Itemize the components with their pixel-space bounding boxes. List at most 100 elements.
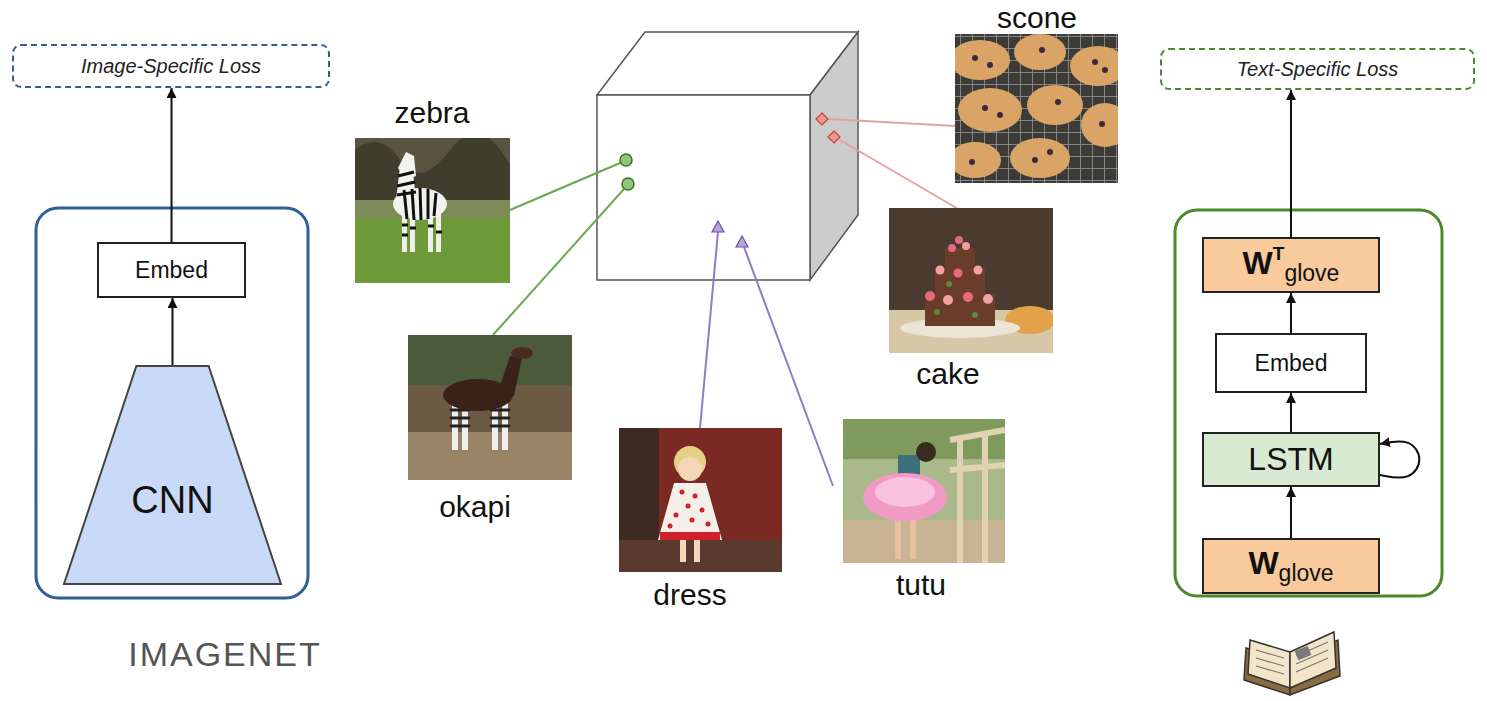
book-picture	[1295, 646, 1312, 661]
leader-line	[840, 140, 960, 210]
node-text: W	[1248, 545, 1278, 581]
book-page	[1248, 640, 1290, 688]
node-label: WTglove	[1243, 243, 1340, 286]
loss-box: Text-Specific Loss	[1160, 48, 1475, 90]
book-page	[1290, 632, 1336, 688]
scone-photo	[955, 34, 1118, 183]
trapezoid-shape	[63, 365, 282, 585]
point-diamond	[828, 131, 840, 143]
girl-leg	[895, 515, 901, 559]
point-triangle	[736, 236, 748, 247]
cake-flowers	[925, 236, 993, 318]
flow-arrow	[1290, 487, 1292, 538]
image-label: zebra	[322, 96, 542, 129]
node-label: Text-Specific Loss	[1237, 58, 1399, 81]
flow-arrow	[171, 88, 173, 242]
okapi-photo	[408, 335, 572, 480]
glove-box: Wglove	[1202, 538, 1380, 594]
node-text: T	[1273, 243, 1285, 264]
node-label: Wglove	[1248, 545, 1333, 586]
node-text: Text-Specific Loss	[1237, 58, 1399, 80]
point-circle	[622, 178, 634, 190]
photo-trees	[408, 335, 572, 385]
embedding-cube	[597, 32, 858, 280]
scone-berries	[969, 47, 1108, 165]
loss-box: Image-Specific Loss	[12, 44, 330, 88]
image-label: scone	[927, 1, 1147, 34]
node-label: Image-Specific Loss	[81, 55, 261, 78]
image-label: okapi	[365, 490, 585, 523]
zebra-stripes	[397, 172, 442, 235]
node-text: glove	[1284, 260, 1339, 286]
girl-face	[678, 457, 702, 481]
node-text: LSTM	[1248, 441, 1333, 477]
cnn-container	[36, 208, 308, 598]
photo-fence	[950, 430, 1005, 563]
photo-bg	[843, 419, 1005, 563]
flow-arrow	[1290, 393, 1292, 432]
leader-line	[829, 119, 955, 126]
trapezoid-outline	[64, 366, 281, 584]
flow-arrow	[1290, 90, 1292, 237]
girl-leg	[680, 538, 686, 562]
leader-line	[510, 163, 620, 210]
image-label: tutu	[811, 568, 1031, 601]
embed-box: Embed	[97, 242, 246, 298]
node-text: CNN	[131, 479, 213, 521]
glove-box: WTglove	[1202, 237, 1380, 293]
lstm-box: LSTM	[1202, 432, 1380, 487]
point-triangle	[712, 221, 724, 232]
dress-photo	[619, 428, 782, 572]
point-diamond	[816, 113, 828, 125]
cube-side	[810, 32, 858, 280]
book-lines	[1256, 642, 1328, 674]
node-text: Embed	[1255, 350, 1328, 376]
tutu-photo	[843, 419, 1005, 563]
okapi-neck	[498, 356, 522, 396]
photo-floor	[843, 520, 1005, 563]
cake-tier	[945, 248, 975, 269]
image-label: cake	[838, 357, 1058, 390]
dress-hem	[660, 532, 720, 540]
logo-text: IMAGENET	[115, 636, 335, 673]
dress-dots	[668, 490, 711, 529]
node-text: Image-Specific Loss	[81, 55, 261, 77]
recurrent-loop	[1380, 441, 1419, 477]
node-text: glove	[1279, 560, 1334, 586]
girl-leg	[910, 515, 916, 559]
tutu-skirt	[875, 477, 935, 507]
cake-tier	[925, 294, 995, 326]
embedding-points	[620, 113, 840, 247]
node-label: Embed	[1255, 350, 1328, 376]
cnn-trapezoid: CNN	[63, 365, 282, 585]
cube-front	[597, 95, 810, 280]
node-label: LSTM	[1248, 441, 1333, 478]
image-label: dress	[580, 578, 800, 611]
okapi-stripes	[450, 410, 510, 426]
cake-photo	[889, 208, 1053, 353]
photo-bg	[408, 335, 572, 480]
leader-line	[493, 189, 624, 335]
node-label: CNN	[131, 479, 213, 523]
connectors	[172, 88, 1420, 538]
flow-arrow	[172, 298, 174, 365]
flow-arrow	[1290, 293, 1292, 333]
leader-line	[700, 232, 718, 428]
point-circle	[620, 154, 632, 166]
scones	[955, 34, 1118, 178]
zebra-photo	[355, 138, 510, 283]
node-text: Embed	[135, 257, 208, 283]
girl-dress	[658, 483, 722, 540]
photo-ground	[408, 432, 572, 480]
text-container	[1175, 210, 1442, 596]
girl-leg	[694, 538, 700, 562]
node-text: W	[1243, 245, 1273, 281]
photo-bg	[619, 428, 782, 572]
embed-box: Embed	[1215, 333, 1367, 393]
girl-hair	[916, 442, 936, 462]
node-label: Embed	[135, 257, 208, 283]
tutu-skirt	[863, 473, 947, 521]
photo-floor	[619, 540, 782, 572]
